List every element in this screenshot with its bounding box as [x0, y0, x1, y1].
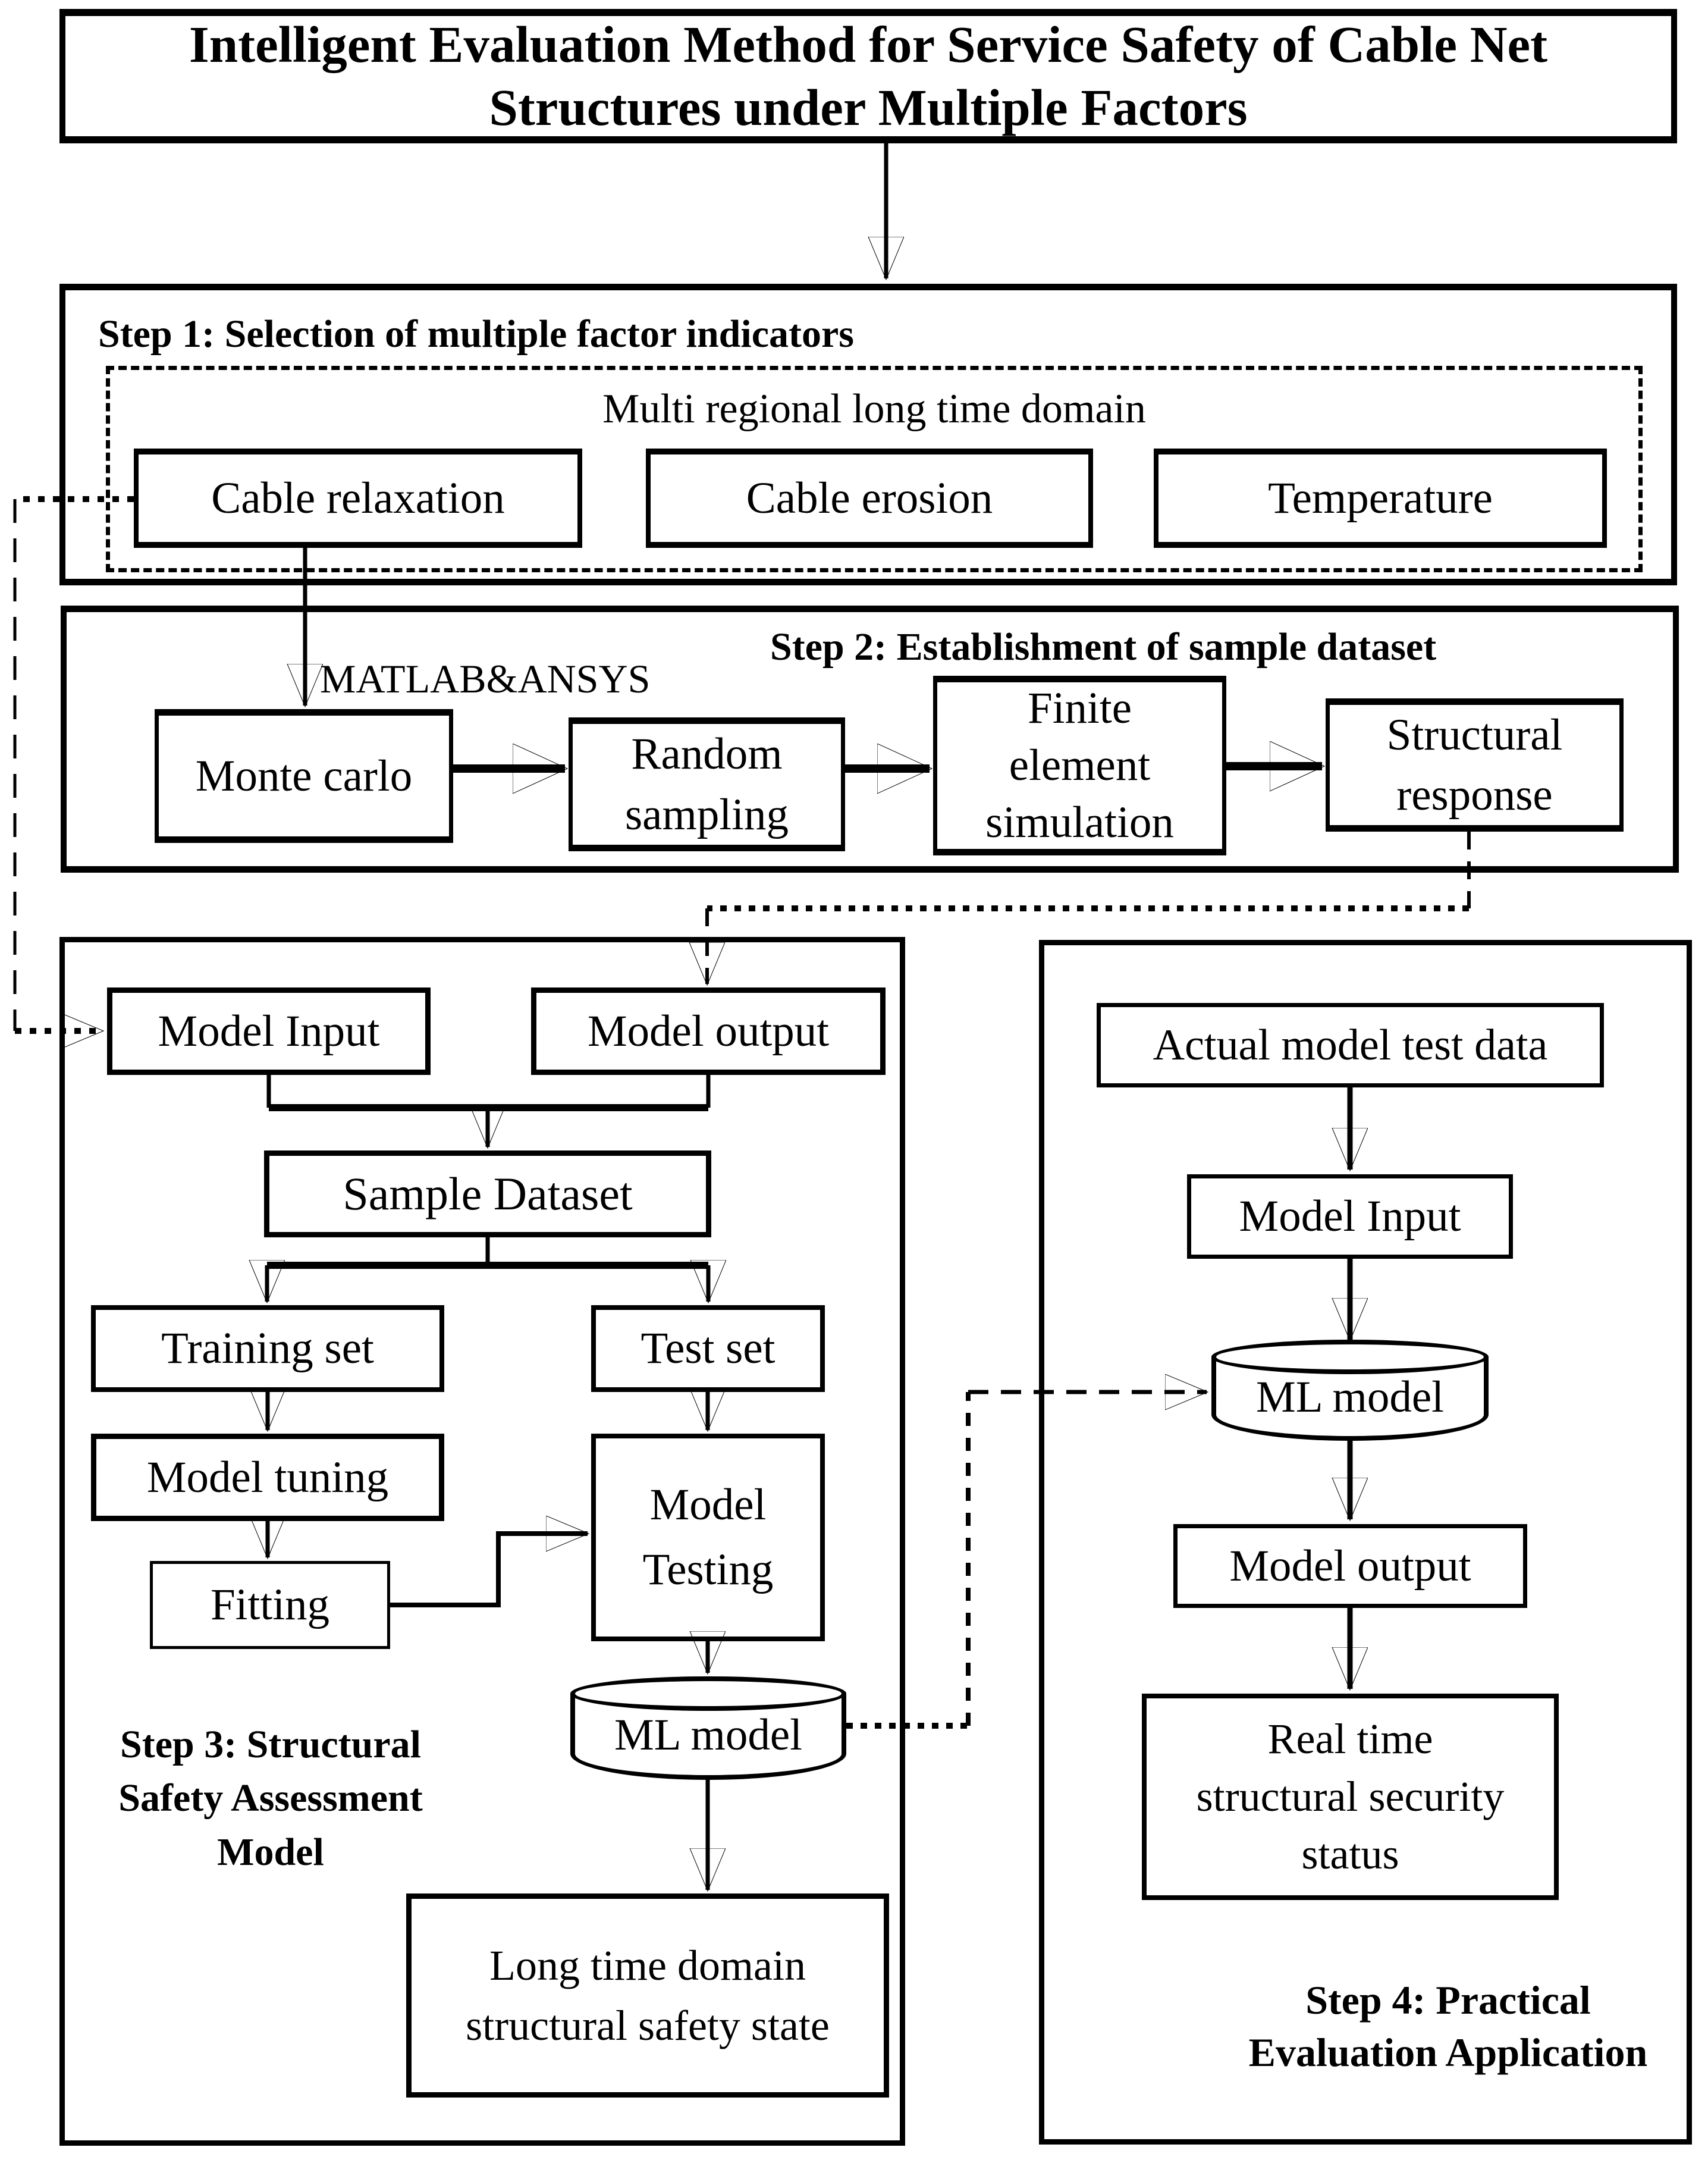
random-sampling-line-2: sampling [625, 789, 789, 839]
model-testing-line-2: Testing [642, 1544, 774, 1594]
long-time-domain-box: Long time domain structural safety state [406, 1893, 889, 2098]
factor-cable-erosion-label: Cable erosion [746, 473, 993, 523]
step3-heading-line-1: Step 3: Structural [120, 1723, 421, 1766]
finite-element-line-2: element [1009, 741, 1151, 790]
step4-model-input-label: Model Input [1239, 1192, 1461, 1241]
monte-carlo-label: Monte carlo [195, 751, 413, 801]
step3-model-input-box: Model Input [107, 987, 431, 1075]
real-time-status-line-3: status [1301, 1830, 1399, 1879]
finite-element-box: Finite element simulation [933, 676, 1226, 855]
random-sampling-box: Random sampling [569, 717, 845, 851]
factor-temperature-label: Temperature [1268, 473, 1493, 523]
step3-heading-line-2: Safety Assessment [118, 1776, 423, 1820]
structural-response-box: Structural response [1326, 698, 1624, 832]
step3-heading: Step 3: Structural Safety Assessment Mod… [65, 1718, 476, 1879]
sample-dataset-box: Sample Dataset [264, 1150, 711, 1237]
step3-model-output-box: Model output [531, 987, 886, 1075]
matlab-ansys-label: MATLAB&ANSYS [320, 656, 651, 701]
finite-element-line-1: Finite [1027, 684, 1132, 733]
step3-heading-line-3: Model [217, 1830, 324, 1874]
factor-cable-relaxation-label: Cable relaxation [211, 473, 505, 523]
factor-temperature-box: Temperature [1154, 449, 1607, 548]
step4-model-output-box: Model output [1173, 1524, 1527, 1608]
model-tuning-box: Model tuning [91, 1434, 444, 1521]
step3-model-input-label: Model Input [158, 1006, 380, 1056]
step1-heading: Step 1: Selection of multiple factor ind… [98, 312, 854, 356]
step2-heading: Step 2: Establishment of sample dataset [770, 625, 1437, 669]
real-time-status-box: Real time structural security status [1142, 1694, 1559, 1900]
step3-ml-model-cylinder: ML model [570, 1676, 846, 1780]
step4-heading: Step 4: Practical Evaluation Application [1195, 1974, 1701, 2079]
step4-model-output-label: Model output [1229, 1541, 1471, 1591]
training-set-box: Training set [91, 1305, 444, 1392]
test-set-box: Test set [591, 1305, 825, 1392]
actual-test-data-label: Actual model test data [1153, 1020, 1548, 1070]
title-box: Intelligent Evaluation Method for Servic… [59, 9, 1677, 143]
random-sampling-line-1: Random [631, 729, 783, 779]
factor-cable-relaxation-box: Cable relaxation [134, 449, 582, 548]
step4-ml-model-label: ML model [1256, 1372, 1444, 1422]
cylinder-top-ellipse [570, 1676, 846, 1711]
step4-ml-model-cylinder: ML model [1211, 1340, 1489, 1441]
structural-response-line-2: response [1396, 770, 1553, 820]
step4-heading-line-1: Step 4: Practical [1305, 1977, 1591, 2023]
step3-ml-model-label: ML model [614, 1710, 802, 1760]
step4-model-input-box: Model Input [1187, 1174, 1513, 1259]
model-tuning-label: Model tuning [146, 1452, 389, 1502]
factor-cable-erosion-box: Cable erosion [646, 449, 1093, 548]
step4-box [1039, 940, 1692, 2145]
model-testing-box: Model Testing [591, 1434, 825, 1641]
real-time-status-line-2: structural security [1196, 1772, 1505, 1820]
structural-response-line-1: Structural [1386, 710, 1563, 760]
group-label: Multi regional long time domain [602, 386, 1146, 432]
step2-box [61, 606, 1679, 873]
cylinder-top-ellipse [1211, 1340, 1489, 1374]
step3-box [59, 937, 905, 2146]
fitting-label: Fitting [210, 1580, 330, 1629]
real-time-status-line-1: Real time [1267, 1714, 1433, 1763]
step1-box [59, 284, 1677, 585]
step4-heading-line-2: Evaluation Application [1248, 2030, 1648, 2076]
multi-regional-dashed-group [106, 366, 1643, 572]
test-set-label: Test set [640, 1324, 775, 1373]
training-set-label: Training set [161, 1324, 374, 1373]
long-time-domain-line-1: Long time domain [489, 1941, 806, 1989]
finite-element-line-3: simulation [985, 798, 1174, 847]
monte-carlo-box: Monte carlo [155, 709, 453, 843]
step3-model-output-label: Model output [587, 1006, 830, 1056]
model-testing-line-1: Model [649, 1479, 767, 1529]
actual-test-data-box: Actual model test data [1097, 1003, 1604, 1087]
title-line-2: Structures under Multiple Factors [489, 79, 1248, 136]
long-time-domain-line-2: structural safety state [466, 2001, 830, 2049]
sample-dataset-label: Sample Dataset [343, 1168, 633, 1220]
fitting-box: Fitting [150, 1561, 390, 1649]
title-line-1: Intelligent Evaluation Method for Servic… [189, 15, 1548, 73]
